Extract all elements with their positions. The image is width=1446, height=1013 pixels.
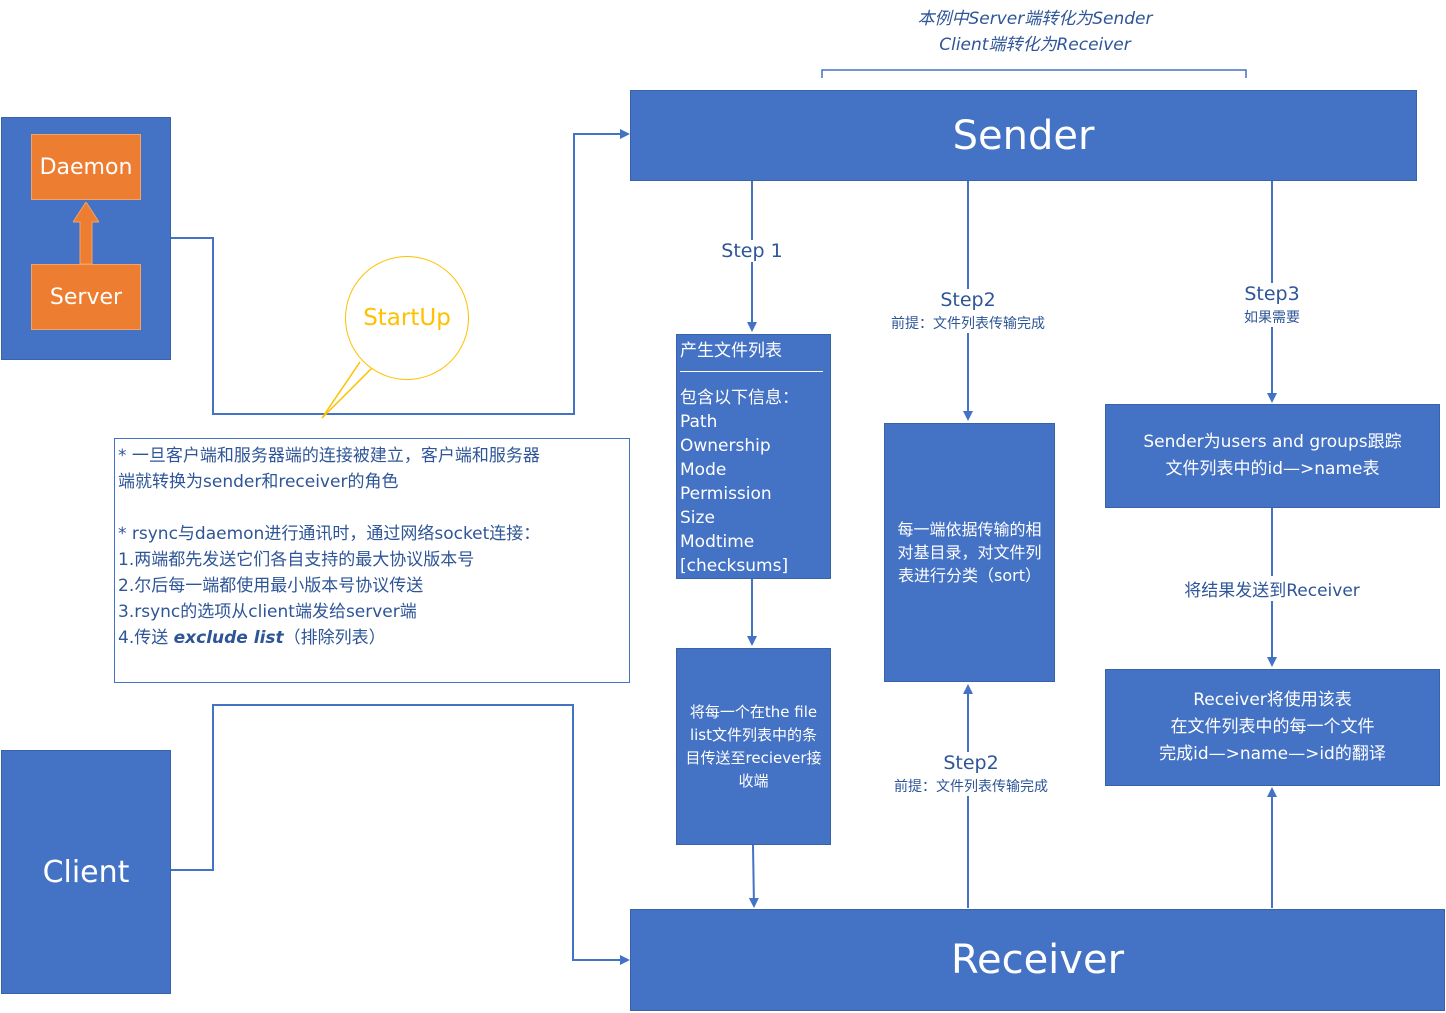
note-line1: * 一旦客户端和服务器端的连接被建立，客户端和服务器 — [118, 446, 540, 466]
daemon-label: Daemon — [39, 154, 133, 180]
note-line2: 端就转换为sender和receiver的角色 — [118, 472, 399, 492]
send-entries-text: 将每一个在the file list文件列表中的条目传送至reciever接收端 — [685, 702, 822, 790]
filelist-item: Mode — [680, 460, 727, 480]
step2-top-sub: 前提：文件列表传输完成 — [891, 316, 1045, 332]
note-line5: 2.尔后每一端都使用最小版本号协议传送 — [118, 576, 424, 596]
translate-box: Receiver将使用该表 在文件列表中的每一个文件 完成id—>name—>i… — [1105, 669, 1440, 786]
translate-line2: 在文件列表中的每一个文件 — [1170, 717, 1375, 737]
sort-box: 每一端依据传输的相对基目录，对文件列表进行分类（sort） — [884, 423, 1055, 682]
step3-sub: 如果需要 — [1244, 310, 1300, 326]
id-name-table-box: Sender为users and groups跟踪 文件列表中的id—>name… — [1105, 404, 1440, 508]
filelist-item: Ownership — [680, 436, 771, 456]
top-note-line2: Client端转化为Receiver — [939, 35, 1131, 55]
filelist-title: 产生文件列表 — [680, 341, 782, 361]
filelist-divider — [680, 371, 823, 372]
note-line7-emphasis: exclude list — [173, 628, 284, 648]
step2-bottom-label-group: Step2 前提：文件列表传输完成 — [874, 752, 1068, 796]
send-to-receiver-arrow — [748, 844, 759, 908]
sender-label: Sender — [952, 112, 1095, 159]
step2-top-label: Step2 — [940, 289, 996, 311]
filelist-item: Path — [680, 412, 718, 432]
client-box: Client — [1, 750, 171, 994]
filelist-intro: 包含以下信息： — [680, 388, 799, 408]
info-note: * 一旦客户端和服务器端的连接被建立，客户端和服务器 端就转换为sender和r… — [114, 438, 630, 683]
translate-line1: Receiver将使用该表 — [1193, 690, 1352, 710]
filelist-item: Size — [680, 508, 715, 528]
server-to-daemon-arrow — [72, 201, 100, 265]
receiver-label: Receiver — [950, 937, 1125, 983]
server-to-sender-connector — [171, 129, 630, 415]
filelist-item: Permission — [680, 484, 772, 504]
translate-line3: 完成id—>name—>id的翻译 — [1159, 744, 1386, 764]
send-result-label: 将结果发送到Receiver — [1160, 576, 1384, 601]
step2-top-label-group: Step2 前提：文件列表传输完成 — [866, 289, 1070, 333]
note-line7-prefix: 4.传送 — [118, 628, 174, 648]
id-name-table-line1: Sender为users and groups跟踪 — [1143, 432, 1402, 452]
id-name-table-line2: 文件列表中的id—>name表 — [1165, 459, 1380, 479]
client-label: Client — [42, 854, 130, 890]
startup-callout: StartUp — [345, 256, 469, 380]
top-note-line1: 本例中Server端转化为Sender — [917, 9, 1153, 29]
server-box: Server — [31, 264, 141, 330]
startup-label: StartUp — [363, 305, 451, 331]
filelist-item: [checksums] — [680, 556, 789, 576]
sender-box: Sender — [630, 90, 1417, 181]
daemon-box: Daemon — [31, 134, 141, 200]
client-to-receiver-connector — [171, 704, 630, 965]
filelist-item: Modtime — [680, 532, 755, 552]
step3-label-group: Step3 如果需要 — [1222, 283, 1322, 327]
step1-label: Step 1 — [700, 240, 804, 262]
note-line3: * rsync与daemon进行通讯时，通过网络socket连接： — [118, 524, 541, 544]
note-line4: 1.两端都先发送它们各自支持的最大协议版本号 — [118, 550, 475, 570]
top-brace — [821, 69, 1247, 78]
step2-bottom-sub: 前提：文件列表传输完成 — [894, 779, 1048, 795]
sort-text: 每一端依据传输的相对基目录，对文件列表进行分类（sort） — [897, 520, 1042, 585]
startup-callout-pointer — [321, 361, 373, 419]
send-entries-box: 将每一个在the file list文件列表中的条目传送至reciever接收端 — [676, 648, 831, 845]
top-note: 本例中Server端转化为Sender Client端转化为Receiver — [880, 6, 1190, 58]
note-line6: 3.rsync的选项从client端发给server端 — [118, 602, 417, 622]
step3-label: Step3 — [1244, 283, 1300, 305]
step2-bottom-label: Step2 — [943, 752, 999, 774]
server-label: Server — [49, 284, 123, 310]
filelist-box: 产生文件列表 包含以下信息： Path Ownership Mode Permi… — [676, 334, 831, 579]
note-line7-suffix: （排除列表） — [283, 628, 386, 648]
receiver-box: Receiver — [630, 909, 1445, 1011]
note-line7: 4.传送 exclude list（排除列表） — [118, 625, 625, 651]
